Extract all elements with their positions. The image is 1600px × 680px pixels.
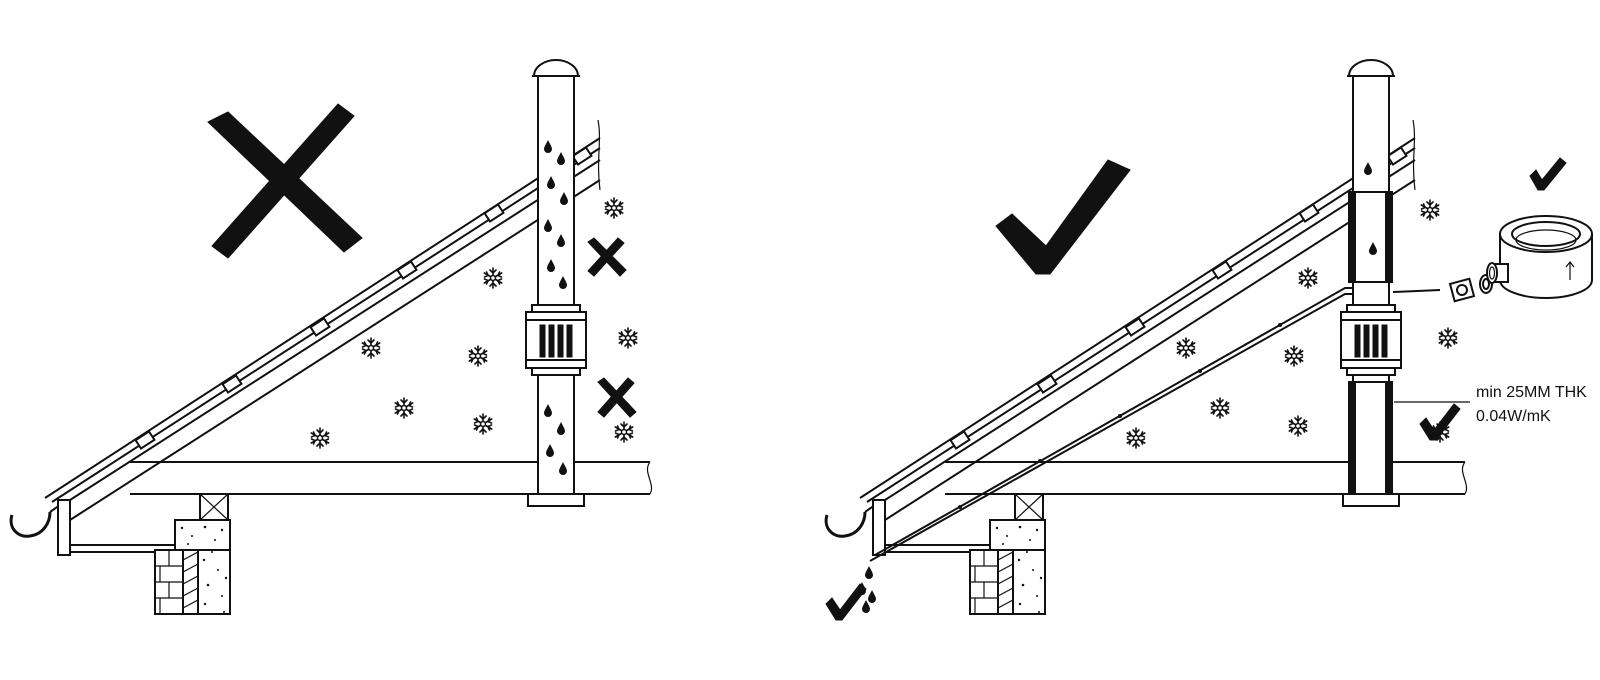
condensate-collar-icon — [1486, 215, 1593, 299]
cross-mark-icon — [207, 103, 363, 259]
uninsulated-flue-pipe — [525, 59, 587, 507]
condensate-drain-pipe — [869, 287, 1352, 562]
check-mark-icon — [1419, 403, 1461, 441]
check-mark-icon — [825, 583, 867, 621]
check-mark-icon — [995, 159, 1131, 275]
cross-mark-icon — [597, 377, 637, 418]
check-mark-icon — [1529, 157, 1567, 191]
drain-connector-fittings — [1392, 274, 1493, 303]
insulation-thickness-label: min 25MM THK — [1476, 384, 1587, 401]
correct-installation-panel: min 25MM THK 0.04W/mK — [824, 59, 1593, 621]
insulation-spec-annotation: min 25MM THK 0.04W/mK — [1394, 384, 1587, 425]
incorrect-installation-panel — [9, 59, 654, 616]
cross-mark-icon — [587, 237, 627, 277]
pipe-insulation-jacket — [1348, 191, 1393, 494]
snowflake-icon — [310, 197, 638, 449]
insulation-conductivity-label: 0.04W/mK — [1476, 408, 1551, 425]
